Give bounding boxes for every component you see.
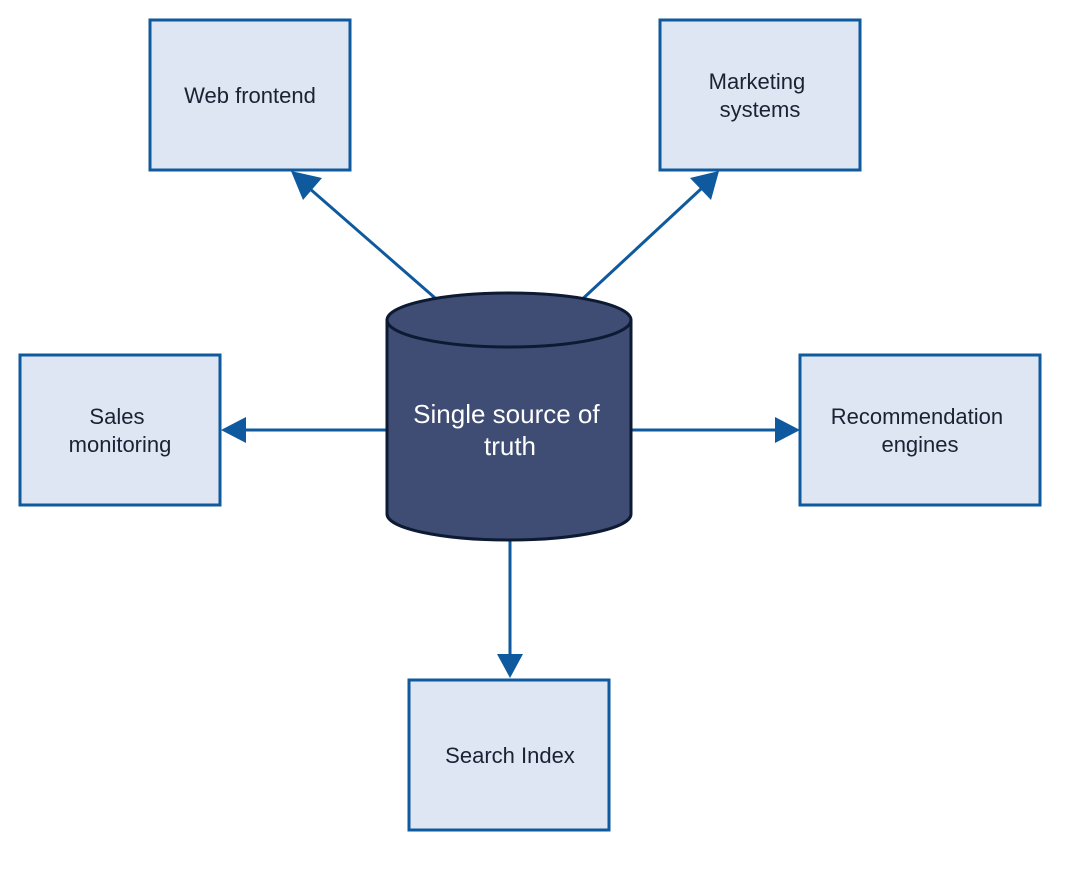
node-label: Recommendation engines (831, 404, 1010, 457)
edge-to-marketing-systems (560, 171, 719, 320)
node-marketing-systems: Marketing systems (658, 18, 862, 172)
node-recommendation-engines: Recommendation engines (798, 353, 1042, 507)
node-label-line: Sales (89, 404, 144, 429)
node-label: Sales monitoring (69, 404, 172, 457)
edge-to-search-index (497, 540, 523, 678)
node-sales-monitoring: Sales monitoring (18, 353, 222, 507)
node-label: Marketing systems (709, 69, 812, 122)
edge-to-sales-monitoring (221, 417, 387, 443)
node-label-line: Web frontend (184, 83, 316, 108)
edge-to-web-frontend (291, 171, 459, 320)
node-label-line: Marketing (709, 69, 806, 94)
node-search-index: Search Index (407, 678, 611, 832)
node-label-line: Recommendation (831, 404, 1003, 429)
node-label: Web frontend (184, 83, 316, 108)
node-web-frontend: Web frontend (148, 18, 352, 172)
database-label-line-2: truth (484, 431, 536, 461)
node-label-line: monitoring (69, 432, 172, 457)
edge-to-recommendation-engines (632, 417, 800, 443)
node-label: Search Index (445, 743, 575, 768)
database-label: Single source of truth (413, 399, 607, 461)
node-label-line: systems (720, 97, 801, 122)
database-label-line-1: Single source of (413, 399, 600, 429)
node-label-line: Search Index (445, 743, 575, 768)
single-source-of-truth-database: Single source of truth (385, 291, 633, 542)
node-label-line: engines (881, 432, 958, 457)
